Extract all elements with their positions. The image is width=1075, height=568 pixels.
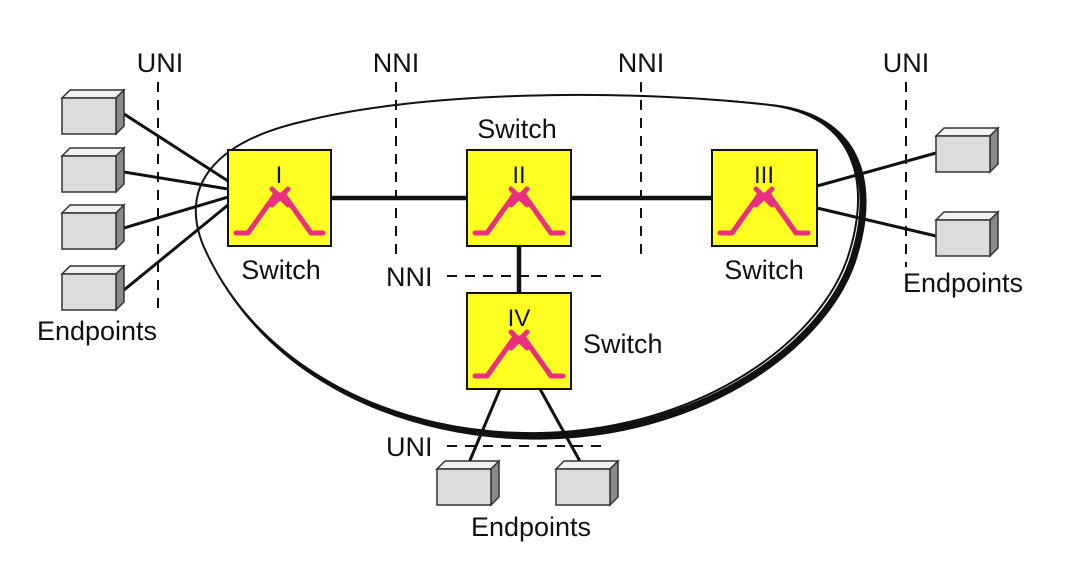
switch-symbol-icon (233, 186, 326, 236)
uni-bottom-label: UNI (386, 432, 433, 462)
switch-iii-id: III (754, 162, 774, 189)
link-left-3 (123, 195, 229, 230)
switch-symbol-icon (717, 186, 811, 236)
switch-ii: II (466, 149, 572, 247)
nni-left-label: NNI (373, 48, 420, 78)
link-bottom-2 (538, 388, 584, 466)
link-right-2 (816, 206, 937, 238)
link-left-4 (123, 203, 229, 292)
link-left-1 (123, 112, 229, 183)
switch-symbol-icon (472, 186, 566, 236)
switch-i-label: Switch (241, 255, 321, 285)
switch-symbol-icon (472, 329, 566, 379)
switch-ii-label: Switch (477, 114, 557, 144)
link-right-1 (816, 151, 937, 188)
switch-iv-id: IV (508, 305, 531, 332)
endpoint-bottom-1 (436, 460, 500, 506)
link-bottom-1 (466, 388, 502, 466)
uni-right-label: UNI (883, 48, 930, 78)
endpoints-right-label: Endpoints (903, 268, 1023, 298)
uni-left-label: UNI (137, 48, 184, 78)
endpoint-bottom-2 (555, 460, 619, 506)
switch-iii: III (711, 149, 818, 247)
endpoint-left-4 (61, 265, 125, 311)
endpoints-left-label: Endpoints (37, 316, 157, 346)
switch-i-id: I (276, 162, 283, 189)
switch-i: I (227, 149, 332, 247)
switch-iv-label: Switch (583, 329, 663, 359)
switch-iv: IV (466, 292, 572, 390)
switch-iii-label: Switch (724, 255, 804, 285)
endpoint-right-2 (935, 211, 999, 257)
endpoints-bottom-label: Endpoints (471, 512, 591, 542)
switch-ii-id: II (512, 162, 525, 189)
network-boundary (194, 93, 859, 435)
endpoint-left-1 (61, 89, 125, 135)
endpoint-right-1 (935, 127, 999, 173)
endpoint-left-3 (61, 204, 125, 250)
endpoint-left-2 (61, 147, 125, 193)
link-left-2 (123, 170, 229, 191)
nni-middle-label: NNI (386, 262, 433, 292)
nni-right-label: NNI (618, 48, 665, 78)
